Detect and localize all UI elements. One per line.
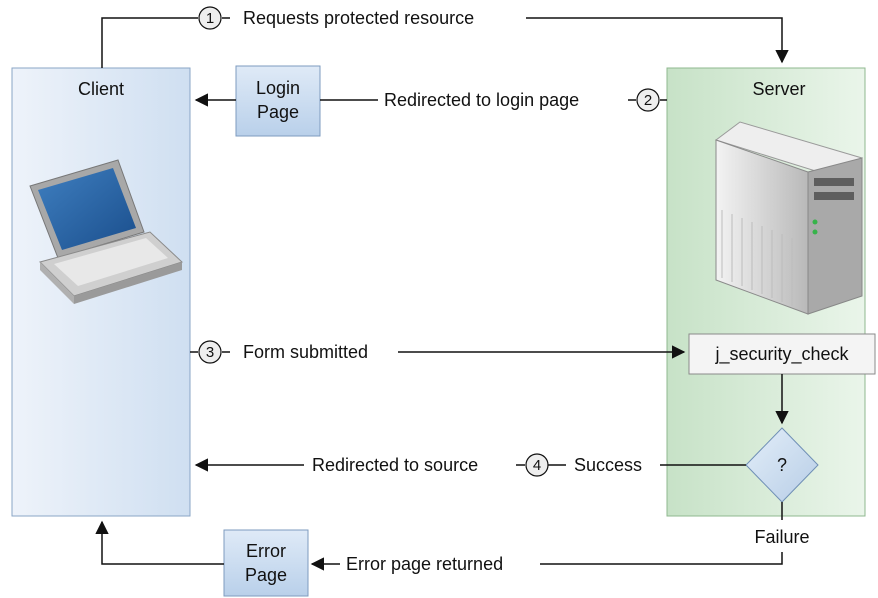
step-1-number: 1 bbox=[206, 10, 214, 27]
step-1-label: Requests protected resource bbox=[243, 8, 474, 28]
failure-path: Failure Error page returned bbox=[95, 502, 810, 574]
decision-label: ? bbox=[777, 455, 787, 475]
step-2-redirect-login: 2 Redirected to login page bbox=[194, 88, 667, 112]
login-page-line1: Login bbox=[256, 78, 300, 98]
step-4-redirect-source: Success 4 Redirected to source bbox=[194, 453, 746, 477]
error-returned-label: Error page returned bbox=[346, 554, 503, 574]
success-label: Success bbox=[574, 455, 642, 475]
error-page-line1: Error bbox=[246, 541, 286, 561]
login-page-line2: Page bbox=[257, 102, 299, 122]
failure-label: Failure bbox=[754, 527, 809, 547]
step-1-request: 1 Requests protected resource bbox=[101, 6, 789, 68]
login-page-box: Login Page bbox=[235, 65, 321, 137]
server-tower-icon bbox=[714, 121, 864, 315]
error-page-box: Error Page bbox=[223, 529, 309, 597]
step-3-form-submitted: 3 Form submitted bbox=[190, 340, 686, 364]
step-3-number: 3 bbox=[206, 344, 214, 361]
step-2-label: Redirected to login page bbox=[384, 90, 579, 110]
step-3-label: Form submitted bbox=[243, 342, 368, 362]
step-4-number: 4 bbox=[533, 457, 541, 474]
security-check-label: j_security_check bbox=[714, 344, 849, 365]
laptop-icon bbox=[29, 159, 183, 304]
security-check-box: j_security_check bbox=[688, 333, 876, 375]
client-title: Client bbox=[78, 79, 124, 99]
error-page-line2: Page bbox=[245, 565, 287, 585]
step-4-label: Redirected to source bbox=[312, 455, 478, 475]
server-title: Server bbox=[752, 79, 805, 99]
step-2-number: 2 bbox=[644, 92, 652, 109]
